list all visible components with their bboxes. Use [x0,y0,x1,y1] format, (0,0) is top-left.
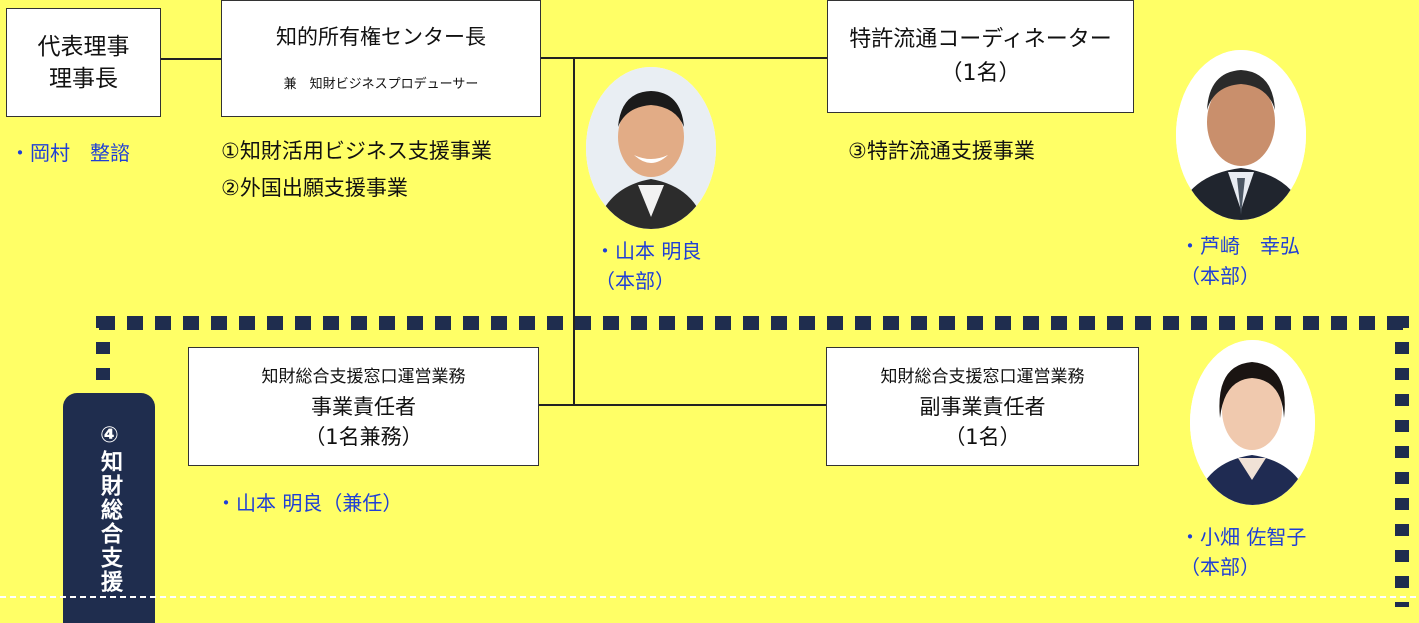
photo-ashizaki [1176,50,1306,220]
name-yamamoto: ・山本 明良 （本部） [595,236,701,296]
section-border-top [99,316,1409,330]
representative-box: 代表理事 理事長 [6,8,161,117]
program-2: ②外国出願支援事業 [221,176,408,200]
connector-vertical [573,57,575,406]
page-bottom-divider [0,596,1419,598]
window-lead-box: 知財総合支援窓口運営業務 事業責任者 （1名兼務） [188,347,539,466]
section-border-left [96,316,110,396]
patent-coordinator-box: 特許流通コーディネーター （1名） [827,0,1134,113]
window-sub-line1: 知財総合支援窓口運営業務 [880,366,1085,387]
section-border-right [1395,316,1409,607]
window-sub-line3: （1名） [944,424,1021,449]
name-obata: ・小畑 佐智子 （本部） [1180,522,1306,582]
window-lead-line3: （1名兼務） [304,424,423,449]
program-3: ③特許流通支援事業 [848,139,1035,163]
obata-dept: （本部） [1180,555,1260,579]
photo-yamamoto [586,67,716,229]
center-head-title: 知的所有権センター長 [276,25,486,49]
yamamoto-dept: （本部） [595,269,675,293]
name-yamamoto-2: ・山本 明良（兼任） [216,491,403,515]
window-sub-box: 知財総合支援窓口運営業務 副事業責任者 （1名） [826,347,1139,466]
window-sub-line2: 副事業責任者 [919,394,1046,419]
center-head-sub: 兼 知財ビジネスプロデューサー [283,77,479,92]
obata-name: ・小畑 佐智子 [1180,525,1307,549]
name-okamura: ・岡村 整諮 [10,141,130,165]
name-ashizaki: ・芦崎 幸弘 （本部） [1180,231,1300,291]
connector-center-coord [540,57,828,59]
window-lead-line1: 知財総合支援窓口運営業務 [261,366,466,387]
photo-obata [1190,340,1315,505]
connector-rep-center [160,58,222,60]
rep-line1: 代表理事 [37,33,130,60]
ashizaki-name: ・芦崎 幸弘 [1180,234,1300,258]
rep-line2: 理事長 [49,65,118,92]
connector-window-right [573,404,829,406]
connector-window-left [538,404,575,406]
center-head-box: 知的所有権センター長 兼 知財ビジネスプロデューサー [221,0,541,117]
coord-line1: 特許流通コーディネーター [849,26,1112,52]
window-lead-line2: 事業責任者 [311,394,416,419]
coord-line2: （1名） [940,60,1021,86]
ashizaki-dept: （本部） [1180,264,1260,288]
program-1: ①知財活用ビジネス支援事業 [221,139,492,163]
side-tab-ip-support: ④知財総合支援 [63,393,155,623]
yamamoto-name: ・山本 明良 [595,239,702,263]
